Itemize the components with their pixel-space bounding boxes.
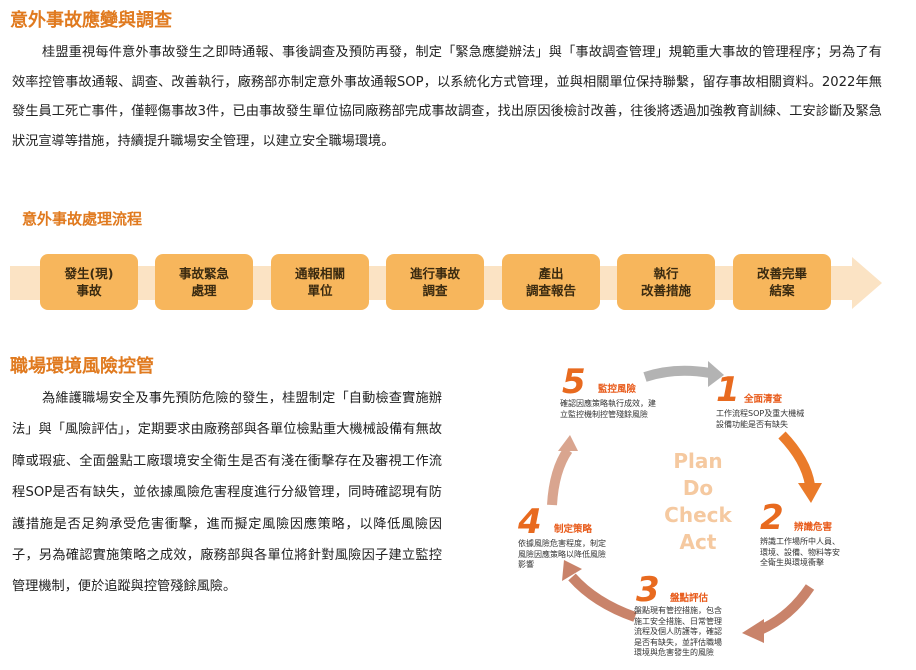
flow-title: 意外事故處理流程 <box>22 210 143 228</box>
pdca-center-do: Do <box>682 476 714 500</box>
pdca-title-4: 制定策略 <box>554 524 593 535</box>
pdca-title-1: 全面清查 <box>744 394 783 405</box>
pdca-center-plan: Plan <box>673 449 723 473</box>
pdca-desc-1: 工作流程SOP及重大機械設備功能是否有缺失 <box>716 409 805 429</box>
risk-control-paragraph: 為維護職場安全及事先預防危險的發生，桂盟制定「自動檢查實施辦法」與「風險評估」，… <box>12 391 442 595</box>
arrow-4-to-5-head <box>558 435 578 451</box>
pdca-center-act: Act <box>679 530 717 554</box>
pdca-num-1: 1 <box>716 370 740 410</box>
pdca-desc-3: 盤點現有管控措施，包含施工安全措施、日常管理流程及個人防護等，確認是否有缺失，並… <box>634 606 722 657</box>
flow-step-occur: 發生(現) 事故 <box>40 254 138 310</box>
pdca-diagram: Plan Do Check Act 5 監控風險 確認因應策略執行成效，建立監控… <box>510 355 916 670</box>
incident-response-paragraph: 桂盟重視每件意外事故發生之即時通報、事後調查及預防再發，制定「緊急應變辦法」與「… <box>12 45 882 149</box>
pdca-num-5: 5 <box>562 362 586 402</box>
pdca-title-5: 監控風險 <box>598 384 637 395</box>
flow-step-report: 產出 調查報告 <box>502 254 600 310</box>
arrow-2-to-3-head <box>742 619 764 643</box>
arrow-5-to-1 <box>643 365 711 382</box>
pdca-num-4: 4 <box>518 502 542 542</box>
pdca-num-3: 3 <box>636 570 660 610</box>
arrow-2-to-3 <box>757 584 815 635</box>
pdca-cycle-arrows <box>547 361 822 643</box>
arrow-4-to-5 <box>547 447 573 506</box>
pdca-title-3: 盤點評估 <box>670 593 709 604</box>
arrow-3-to-4 <box>568 573 637 622</box>
flow-step-emergency: 事故緊急 處理 <box>155 254 253 310</box>
pdca-desc-5: 確認因應策略執行成效，建立監控機制控管殘餘風險 <box>560 399 656 419</box>
flow-arrow-head <box>852 257 882 309</box>
flow-step-investigate: 進行事故 調查 <box>386 254 484 310</box>
arrow-1-to-2 <box>778 431 815 486</box>
section-title-risk-control: 職場環境風險控管 <box>10 356 154 377</box>
pdca-title-2: 辨識危害 <box>794 522 833 533</box>
arrow-5-to-1-head <box>708 361 724 387</box>
flow-step-notify: 通報相關 單位 <box>271 254 369 310</box>
flow-step-close: 改善完畢 結案 <box>733 254 831 310</box>
pdca-desc-2: 辨識工作場所中人員、環境、設備、物料等安全衛生與環境衝擊 <box>760 537 840 567</box>
arrow-3-to-4-head <box>562 560 582 581</box>
arrow-1-to-2-head <box>798 483 822 503</box>
flow-step-improve: 執行 改善措施 <box>617 254 715 310</box>
pdca-desc-4: 依據風險危害程度，制定風險因應策略以降低風險影響 <box>518 539 606 569</box>
pdca-center-text: Plan Do Check Act <box>638 448 758 556</box>
pdca-center-check: Check <box>664 503 732 527</box>
pdca-num-2: 2 <box>760 498 784 538</box>
section-title-incident-response: 意外事故應變與調查 <box>10 10 172 31</box>
